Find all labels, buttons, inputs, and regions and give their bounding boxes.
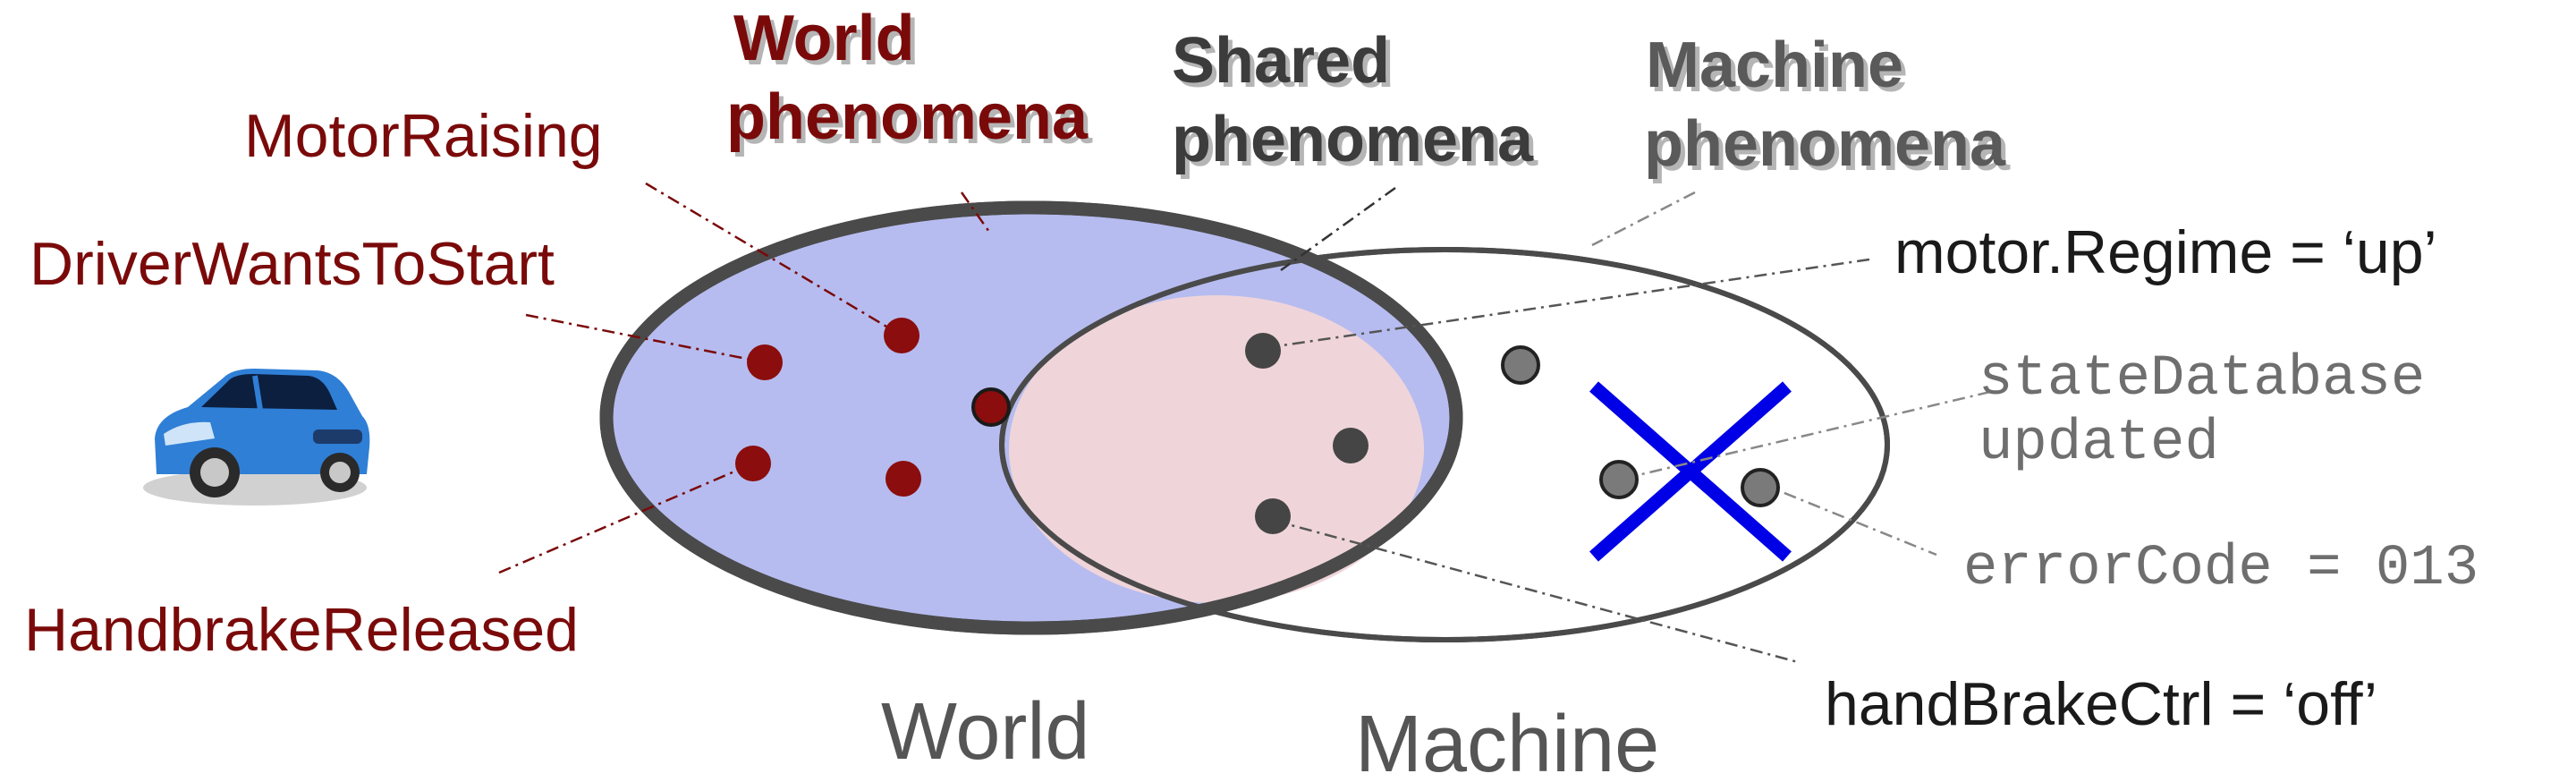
world-dot bbox=[971, 387, 1011, 427]
label-state-database-updated: updated bbox=[1979, 412, 2219, 476]
world-dot bbox=[747, 344, 783, 380]
svg-text:World: World bbox=[738, 7, 919, 79]
svg-text:phenomena: phenomena bbox=[1644, 108, 2006, 180]
shared-phenomena-dots bbox=[1245, 333, 1368, 534]
world-dot bbox=[884, 318, 919, 353]
machine-phenomena-heading: Machine phenomena Machine phenomena bbox=[1644, 30, 2011, 184]
machine-dot bbox=[1599, 460, 1639, 499]
shared-dot bbox=[1255, 498, 1291, 534]
machine-phenomena-dots bbox=[1501, 345, 1780, 507]
cross-mark-icon bbox=[1589, 381, 1792, 562]
shared-dot bbox=[1333, 428, 1368, 463]
svg-text:Machine: Machine bbox=[1646, 30, 1903, 101]
svg-text:phenomena: phenomena bbox=[1172, 104, 1534, 175]
label-hand-brake-ctrl: handBrakeCtrl = ‘off’ bbox=[1825, 670, 2377, 738]
region-label-machine: Machine bbox=[1355, 700, 1659, 782]
world-dot bbox=[886, 461, 921, 497]
label-motor-regime: motor.Regime = ‘up’ bbox=[1894, 218, 2437, 286]
shared-phenomena-region bbox=[1009, 295, 1424, 603]
svg-text:phenomena: phenomena bbox=[1648, 113, 2011, 184]
svg-text:Shared: Shared bbox=[1176, 30, 1394, 101]
svg-text:phenomena: phenomena bbox=[726, 81, 1089, 153]
region-label-world: World bbox=[881, 687, 1089, 777]
label-state-database: stateDatabase bbox=[1979, 347, 2425, 412]
machine-dot bbox=[1501, 345, 1540, 385]
label-motor-raising: MotorRaising bbox=[244, 102, 603, 170]
world-phenomena-heading: World phenomena World phenomena bbox=[726, 3, 1093, 157]
svg-text:phenomena: phenomena bbox=[731, 86, 1093, 157]
svg-text:Machine: Machine bbox=[1650, 34, 1908, 106]
label-error-code: errorCode = 013 bbox=[1963, 537, 2479, 601]
label-driver-wants-to-start: DriverWantsToStart bbox=[30, 230, 555, 298]
svg-text:Shared: Shared bbox=[1172, 25, 1390, 97]
car-icon bbox=[143, 369, 370, 506]
world-dot bbox=[735, 446, 771, 481]
shared-dot bbox=[1245, 333, 1281, 369]
label-handbrake-released: HandbrakeReleased bbox=[24, 596, 579, 664]
leader-lines bbox=[498, 182, 1991, 664]
machine-dot bbox=[1741, 468, 1780, 507]
shared-phenomena-heading: Shared phenomena Shared phenomena bbox=[1172, 25, 1538, 180]
world-phenomena-dots bbox=[735, 318, 1011, 497]
svg-text:World: World bbox=[733, 3, 915, 74]
svg-text:phenomena: phenomena bbox=[1176, 108, 1538, 180]
